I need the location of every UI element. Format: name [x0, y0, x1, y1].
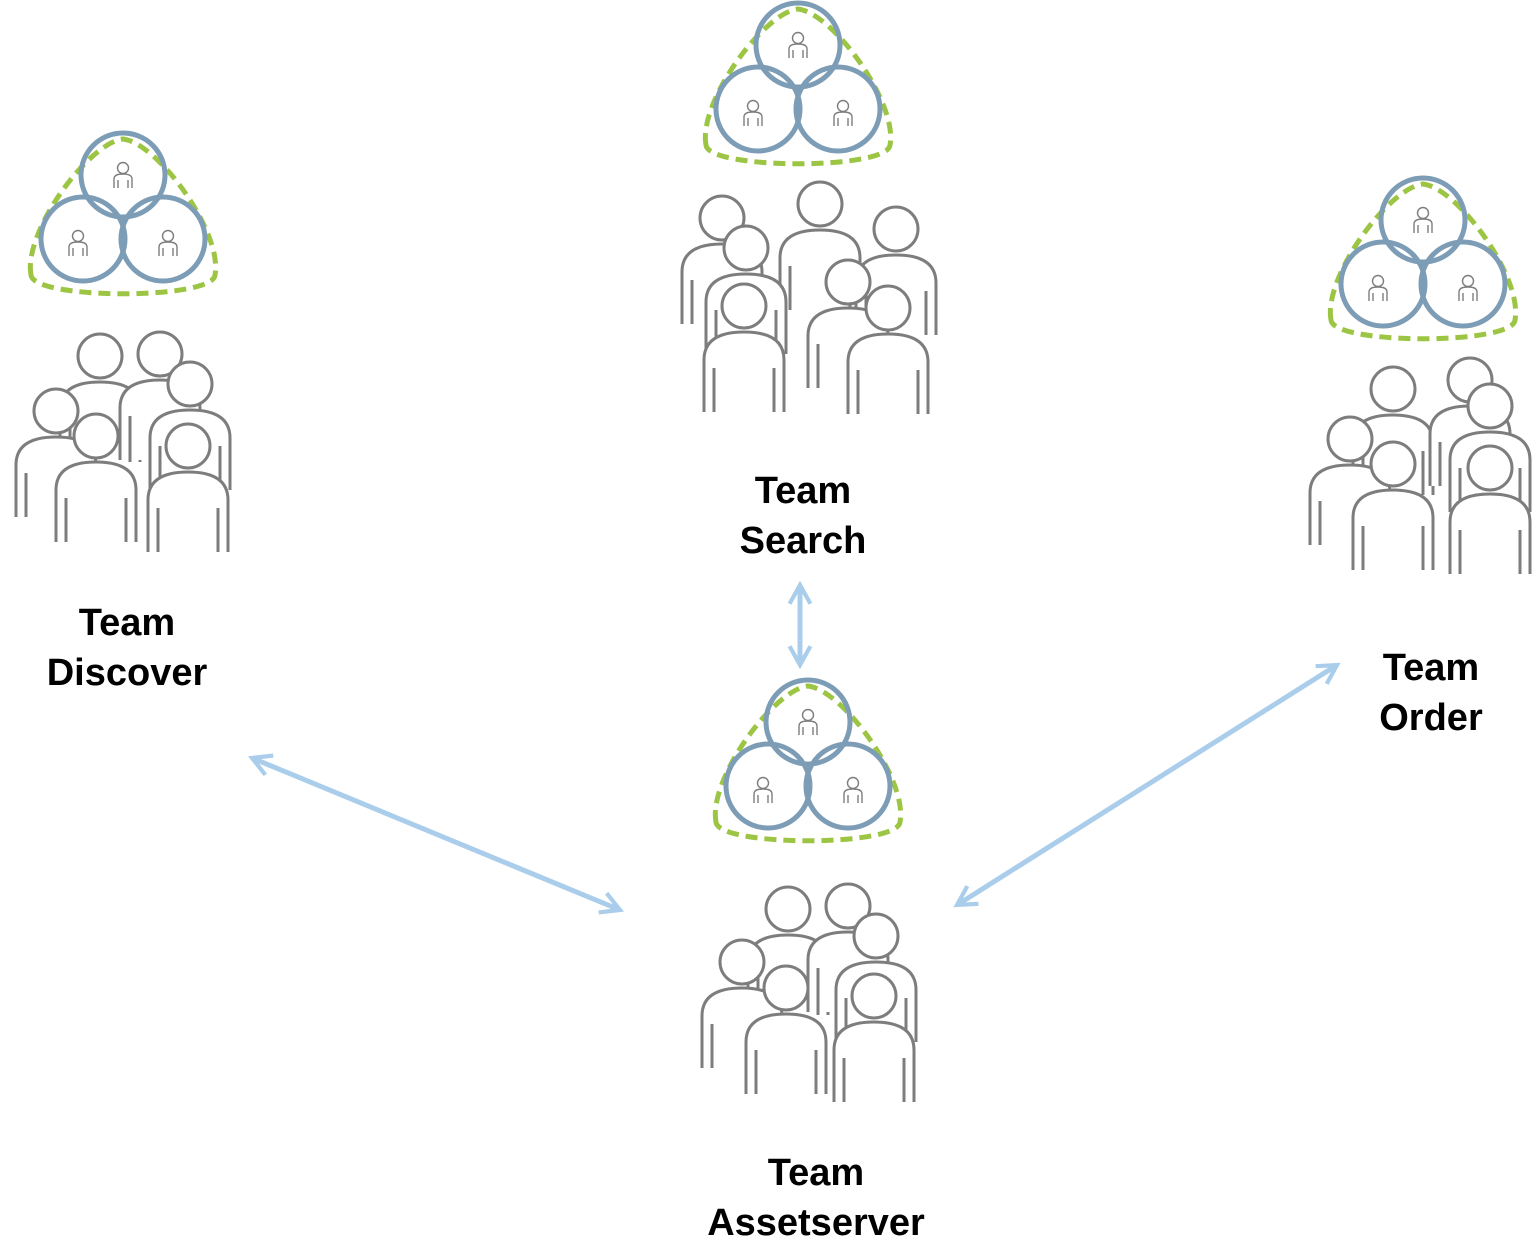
crowd-icon — [680, 180, 938, 416]
venn-cluster-icon — [702, 0, 894, 167]
crowd-icon — [700, 882, 918, 1104]
team-discover-label-line1: Team — [78, 602, 176, 644]
team-discover-label-line2: Discover — [46, 652, 208, 694]
team-assetserver-label-line2: Assetserver — [707, 1202, 925, 1244]
team-order-label: Team Order — [1271, 643, 1532, 743]
team-assetserver-label: Team Assetserver — [656, 1148, 976, 1248]
team-search-label-line1: Team — [754, 470, 852, 512]
connections — [252, 585, 1337, 910]
crowd-icon — [1308, 356, 1532, 576]
team-assetserver-label-line1: Team — [767, 1152, 865, 1194]
venn-cluster-icon — [1327, 175, 1519, 342]
team-assetserver-group — [700, 677, 918, 1104]
arrow-order-assetserver — [957, 665, 1337, 905]
crowd-icon — [14, 330, 232, 554]
team-discover-group — [14, 130, 232, 554]
team-search-label-line2: Search — [739, 520, 867, 562]
venn-cluster-icon — [712, 677, 904, 844]
venn-cluster-icon — [27, 130, 219, 297]
team-order-label-line2: Order — [1379, 697, 1483, 739]
team-order-label-line1: Team — [1382, 647, 1480, 689]
team-search-label: Team Search — [643, 466, 963, 566]
team-order-group — [1308, 175, 1532, 576]
team-discover-label: Team Discover — [0, 598, 287, 698]
team-search-group — [680, 0, 938, 416]
arrow-discover-assetserver — [252, 758, 620, 910]
